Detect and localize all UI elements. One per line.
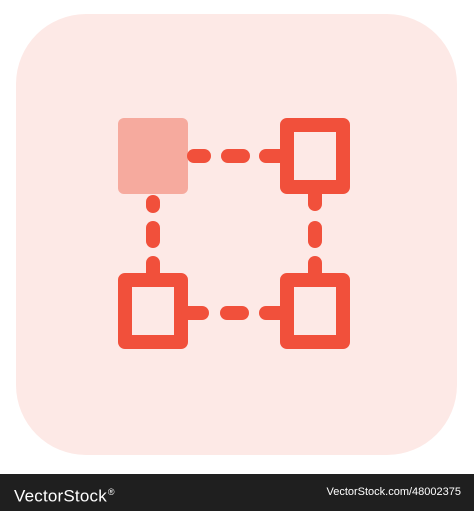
brand-text: VectorStock bbox=[14, 486, 107, 506]
image-credit: VectorStock.com/48002375 bbox=[326, 486, 461, 498]
node-bottom-right bbox=[280, 273, 350, 349]
registered-mark: ® bbox=[107, 487, 115, 497]
watermark-footer: VectorStock® VectorStock.com/48002375 bbox=[0, 474, 474, 511]
icon-tile-background bbox=[16, 14, 457, 455]
node-bottom-left bbox=[118, 273, 188, 349]
node-top-right bbox=[280, 118, 350, 194]
node-top-left bbox=[118, 118, 188, 194]
brand-label: VectorStock® bbox=[14, 474, 115, 511]
